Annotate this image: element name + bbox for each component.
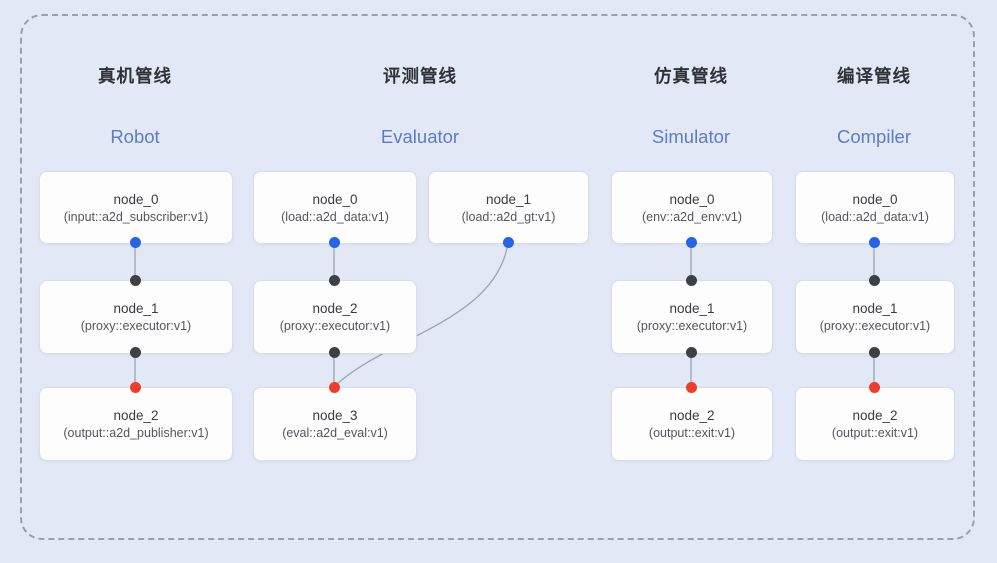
node-type: (eval::a2d_eval:v1) [282,426,388,440]
compiler-node-2-card: node_2 (output::exit:v1) [795,387,955,461]
robot-node-2-card: node_2 (output::a2d_publisher:v1) [39,387,233,461]
node-name: node_0 [852,191,898,207]
node-type: (load::a2d_gt:v1) [461,209,556,224]
blue-port-dot [328,236,340,248]
connector-curve-gt-to-eval [335,242,509,386]
node-type: (proxy::executor:v1) [80,319,192,333]
red-port-dot [868,381,880,393]
black-port-dot [868,274,880,286]
node-type: (output::a2d_publisher:v1) [63,426,209,440]
node-type: (load::a2d_data:v1) [281,209,389,224]
black-port-dot [129,346,141,358]
node-name: node_0 [312,191,358,207]
node-type: (proxy::executor:v1) [636,319,748,333]
pipeline-simulator-title-zh: 仿真管线 [654,66,728,86]
node-name: node_2 [669,408,715,423]
simulator-node-1-card: node_1 (proxy::executor:v1) [611,280,773,354]
simulator-node-0-card: node_0 (env::a2d_env:v1) [611,171,773,244]
robot-node-1-card: node_1 (proxy::executor:v1) [39,280,233,354]
node-type: (load::a2d_data:v1) [821,209,929,224]
node-name: node_2 [852,408,898,423]
pipeline-compiler-title-zh: 编译管线 [837,66,911,86]
node-name: node_2 [113,408,159,423]
black-port-dot [685,346,697,358]
red-port-dot [129,381,141,393]
dashed-boundary [20,14,975,540]
node-type: (output::exit:v1) [648,426,736,440]
node-type: (output::exit:v1) [831,426,919,440]
blue-port-dot [502,236,514,248]
pipeline-evaluator-title-zh: 评测管线 [383,66,457,86]
evaluator-node-3-card: node_3 (eval::a2d_eval:v1) [253,387,417,461]
node-name: node_1 [113,301,159,316]
black-port-dot [129,274,141,286]
black-port-dot [868,346,880,358]
node-name: node_0 [669,191,715,207]
node-name: node_2 [312,301,358,316]
pipeline-robot-title-en: Robot [110,126,160,147]
pipeline-robot-title-zh: 真机管线 [98,66,172,86]
blue-port-dot [129,236,141,248]
node-name: node_0 [113,191,159,207]
node-type: (proxy::executor:v1) [279,319,391,333]
pipeline-simulator-title-en: Simulator [651,126,731,147]
node-name: node_1 [669,301,715,316]
pipeline-compiler-title-en: Compiler [836,126,912,147]
evaluator-node-1-card: node_1 (load::a2d_gt:v1) [428,171,589,244]
evaluator-node-2-card: node_2 (proxy::executor:v1) [253,280,417,354]
node-name: node_3 [312,408,358,423]
node-type: (input::a2d_subscriber:v1) [63,209,209,224]
red-port-dot [328,381,340,393]
compiler-node-1-card: node_1 (proxy::executor:v1) [795,280,955,354]
black-port-dot [328,346,340,358]
evaluator-node-0-card: node_0 (load::a2d_data:v1) [253,171,417,244]
robot-node-0-card: node_0 (input::a2d_subscriber:v1) [39,171,233,244]
pipeline-evaluator-title-en: Evaluator [380,126,460,147]
node-name: node_1 [485,191,532,207]
simulator-node-2-card: node_2 (output::exit:v1) [611,387,773,461]
node-type: (proxy::executor:v1) [819,319,931,333]
black-port-dot [685,274,697,286]
black-port-dot [328,274,340,286]
node-name: node_1 [852,301,898,316]
blue-port-dot [868,236,880,248]
red-port-dot [685,381,697,393]
blue-port-dot [685,236,697,248]
node-type: (env::a2d_env:v1) [641,209,743,224]
compiler-node-0-card: node_0 (load::a2d_data:v1) [795,171,955,244]
